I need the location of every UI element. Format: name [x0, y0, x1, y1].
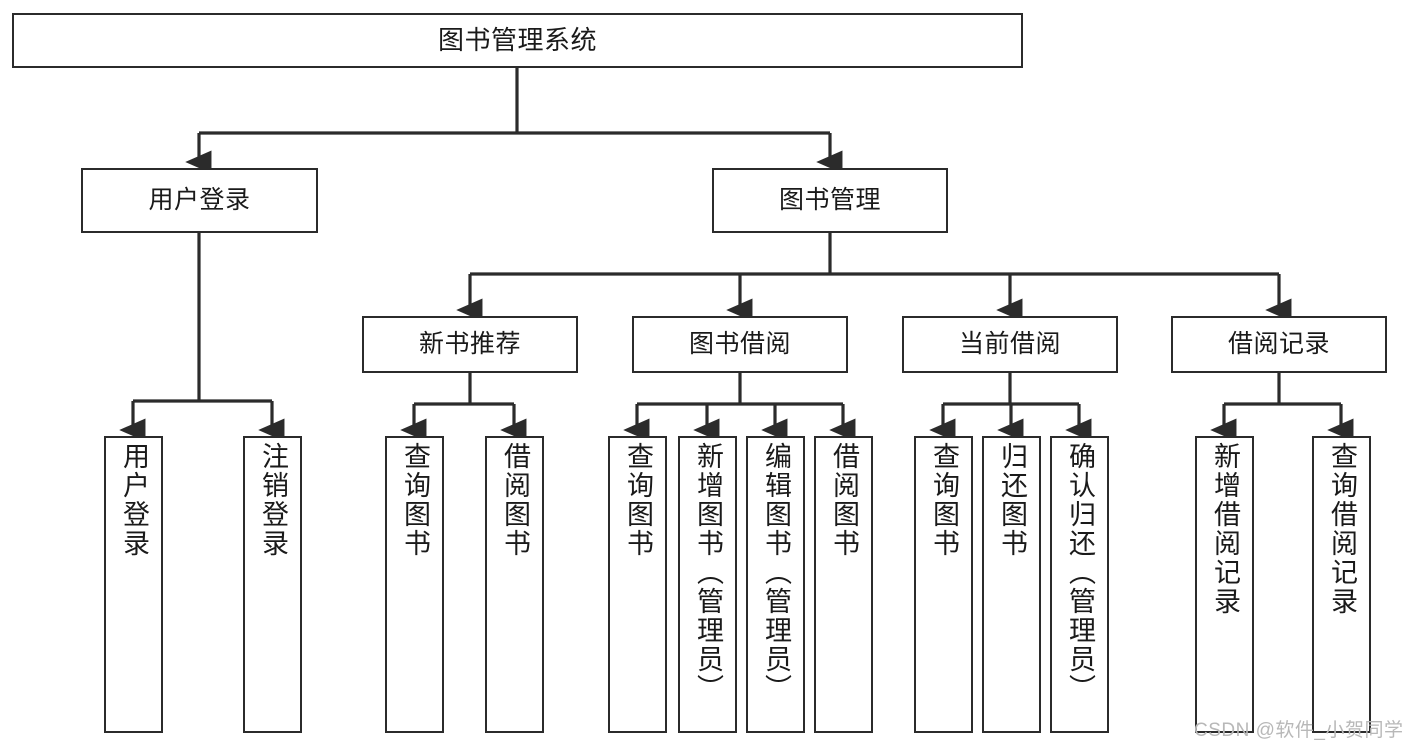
node-label: 确认归还（管理员）: [1065, 442, 1095, 703]
node-root-system[interactable]: 图书管理系统: [12, 13, 1023, 68]
node-label: 用户登录: [148, 186, 251, 215]
node-label: 归还图书: [997, 442, 1027, 558]
node-label: 图书借阅: [688, 330, 791, 359]
node-leaf-query-book-recommend[interactable]: 查询图书: [385, 436, 444, 733]
node-label: 查询借阅记录: [1327, 442, 1357, 616]
node-label: 查询图书: [929, 442, 959, 558]
node-leaf-add-borrow-record[interactable]: 新增借阅记录: [1195, 436, 1254, 733]
node-label: 注销登录: [258, 442, 288, 558]
node-leaf-confirm-return-admin[interactable]: 确认归还（管理员）: [1050, 436, 1109, 733]
node-label: 图书管理: [778, 186, 881, 215]
node-label: 新书推荐: [418, 330, 521, 359]
node-label: 当前借阅: [958, 330, 1061, 359]
node-label: 用户登录: [119, 442, 149, 558]
node-leaf-user-login[interactable]: 用户登录: [104, 436, 163, 733]
node-leaf-logout[interactable]: 注销登录: [243, 436, 302, 733]
node-book-management[interactable]: 图书管理: [712, 168, 948, 233]
node-label: 借阅图书: [829, 442, 859, 558]
node-leaf-return-book[interactable]: 归还图书: [982, 436, 1041, 733]
watermark-text: CSDN @软件_小贺同学: [1194, 720, 1404, 741]
node-label: 借阅图书: [500, 442, 530, 558]
node-current-borrow[interactable]: 当前借阅: [902, 316, 1118, 373]
node-leaf-query-borrow-record[interactable]: 查询借阅记录: [1312, 436, 1371, 733]
node-leaf-borrow-book[interactable]: 借阅图书: [814, 436, 873, 733]
node-label: 借阅记录: [1227, 330, 1330, 359]
node-borrow-record[interactable]: 借阅记录: [1171, 316, 1387, 373]
node-new-book-recommend[interactable]: 新书推荐: [362, 316, 578, 373]
node-user-login[interactable]: 用户登录: [81, 168, 318, 233]
node-leaf-edit-book-admin[interactable]: 编辑图书（管理员）: [746, 436, 805, 733]
node-label: 编辑图书（管理员）: [761, 442, 791, 703]
node-leaf-query-book[interactable]: 查询图书: [608, 436, 667, 733]
node-label: 新增图书（管理员）: [693, 442, 723, 703]
node-label: 查询图书: [623, 442, 653, 558]
node-label: 新增借阅记录: [1210, 442, 1240, 616]
node-leaf-borrow-book-recommend[interactable]: 借阅图书: [485, 436, 544, 733]
node-label: 图书管理系统: [437, 24, 597, 55]
node-leaf-add-book-admin[interactable]: 新增图书（管理员）: [678, 436, 737, 733]
node-book-borrow[interactable]: 图书借阅: [632, 316, 848, 373]
node-label: 查询图书: [400, 442, 430, 558]
node-leaf-query-book-current[interactable]: 查询图书: [914, 436, 973, 733]
